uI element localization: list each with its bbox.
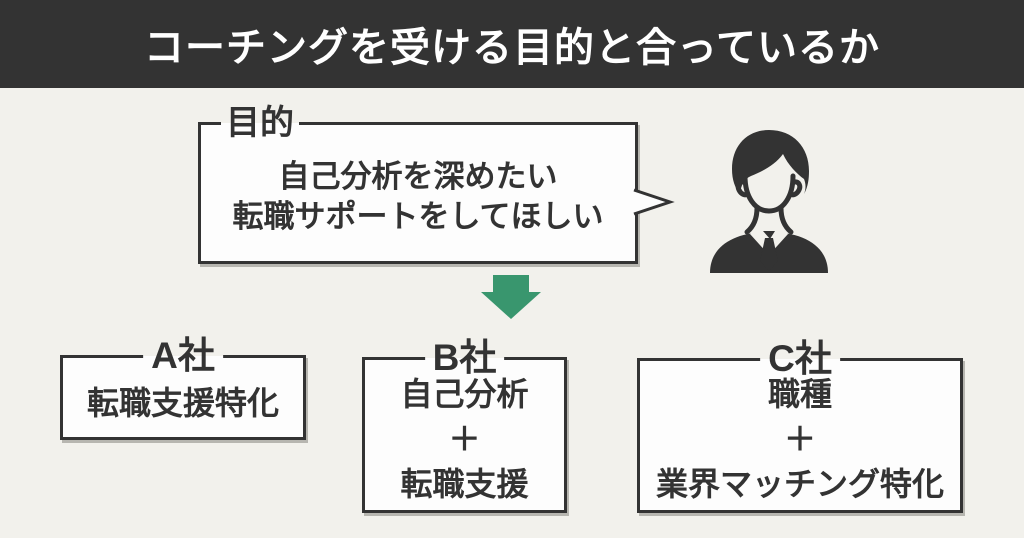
- page-title: コーチングを受ける目的と合っているか: [144, 26, 880, 70]
- down-arrow-icon: [479, 273, 543, 321]
- company-c-line-1: 職種: [767, 376, 832, 412]
- company-c-box: C社 職種 ＋ 業界マッチング特化: [637, 339, 963, 513]
- company-c-text: 職種 ＋ 業界マッチング特化: [640, 361, 960, 510]
- company-b-line-2: 転職支援: [400, 465, 529, 502]
- company-b-text: 自己分析 ＋ 転職支援: [365, 360, 564, 510]
- company-b-box: B社 自己分析 ＋ 転職支援: [362, 338, 567, 513]
- company-a-line-1: 転職支援特化: [86, 385, 279, 421]
- company-c-line-2: 業界マッチング特化: [655, 466, 944, 502]
- company-b-plus: ＋: [448, 420, 481, 457]
- bubble-line-2: 転職サポートをしてほしい: [232, 199, 604, 234]
- bubble-title-label: 目的: [221, 103, 299, 143]
- company-a-box: A社 転職支援特化: [60, 336, 306, 440]
- company-a-text: 転職支援特化: [63, 358, 303, 437]
- company-a-label: A社: [143, 336, 223, 376]
- businessman-icon: [700, 126, 838, 273]
- title-bar: コーチングを受ける目的と合っているか: [0, 0, 1024, 88]
- bubble-text: 自己分析を深めたい 転職サポートをしてほしい: [201, 125, 635, 261]
- company-b-line-1: 自己分析: [400, 375, 529, 412]
- purpose-speech-bubble: 目的 自己分析を深めたい 転職サポートをしてほしい: [198, 103, 675, 264]
- company-c-label: C社: [760, 339, 840, 379]
- bubble-line-1: 自己分析を深めたい: [278, 159, 558, 194]
- company-b-label: B社: [424, 338, 505, 378]
- speech-bubble-tail-icon: [633, 188, 675, 216]
- company-c-plus: ＋: [783, 421, 816, 457]
